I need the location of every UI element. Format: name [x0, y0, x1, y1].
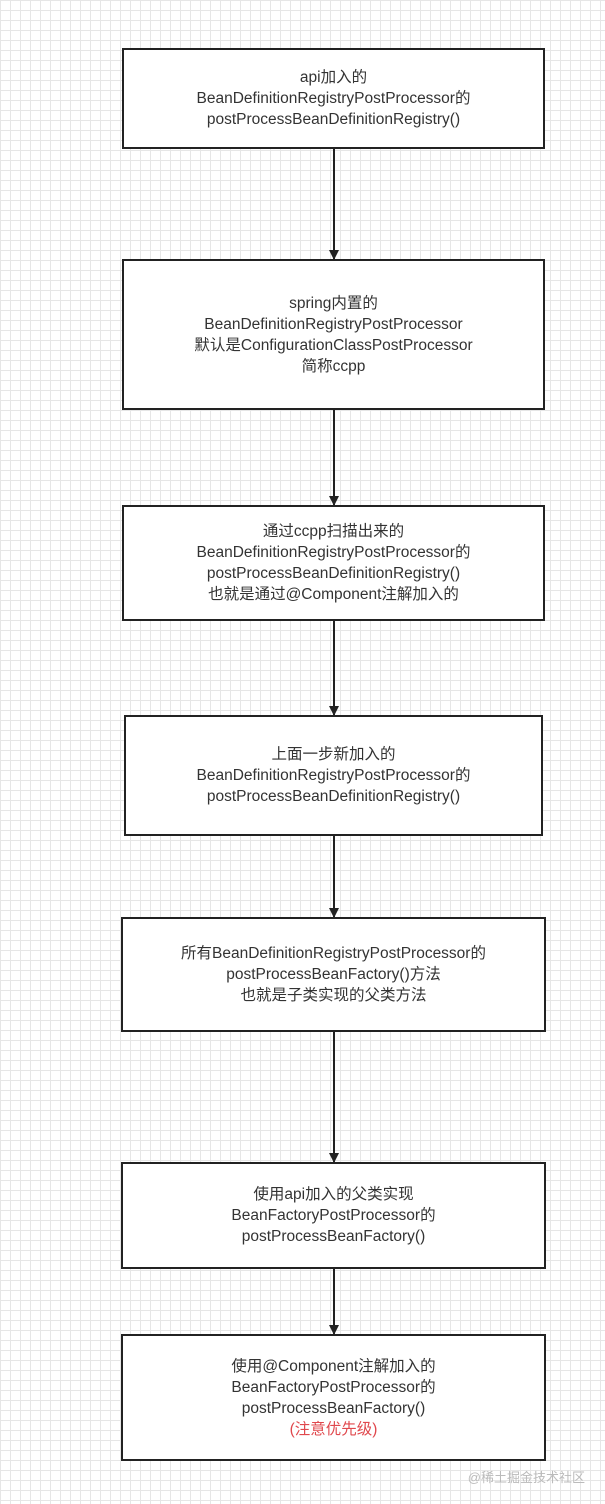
- node-ccpp-scanned: 通过ccpp扫描出来的 BeanDefinitionRegistryPostPr…: [122, 505, 545, 621]
- node-text: postProcessBeanDefinitionRegistry(): [206, 788, 461, 805]
- node-text: postProcessBeanFactory()方法: [226, 966, 441, 983]
- node-text: 上面一步新加入的: [271, 746, 396, 763]
- node-text: 通过ccpp扫描出来的: [262, 523, 405, 540]
- node-api-bean-factory: 使用api加入的父类实现 BeanFactoryPostProcessor的 p…: [121, 1162, 546, 1269]
- node-text: postProcessBeanDefinitionRegistry(): [206, 565, 461, 582]
- node-text: BeanFactoryPostProcessor的: [231, 1378, 436, 1396]
- node-api-registry: api加入的 BeanDefinitionRegistryPostProcess…: [122, 48, 545, 149]
- node-text: BeanDefinitionRegistryPostProcessor的: [196, 544, 471, 561]
- node-text: spring内置的: [289, 294, 378, 312]
- node-text: 也就是子类实现的父类方法: [240, 987, 427, 1004]
- node-spring-builtin-ccpp: spring内置的 BeanDefinitionRegistryPostProc…: [122, 259, 545, 410]
- node-text: 使用@Component注解加入的: [231, 1357, 436, 1375]
- node-component-bean-factory: 使用@Component注解加入的 BeanFactoryPostProcess…: [121, 1334, 546, 1461]
- node-text: BeanDefinitionRegistryPostProcessor: [204, 315, 463, 333]
- watermark: @稀土掘金技术社区: [467, 1470, 585, 1485]
- node-text: BeanDefinitionRegistryPostProcessor的: [196, 767, 471, 784]
- node-text: 也就是通过@Component注解加入的: [208, 586, 459, 603]
- node-text: BeanFactoryPostProcessor的: [231, 1207, 436, 1224]
- node-text: BeanDefinitionRegistryPostProcessor的: [196, 90, 471, 107]
- node-newly-added: 上面一步新加入的 BeanDefinitionRegistryPostProce…: [124, 715, 543, 836]
- node-text: 所有BeanDefinitionRegistryPostProcessor的: [181, 945, 486, 962]
- node-text: postProcessBeanDefinitionRegistry(): [206, 111, 461, 128]
- priority-note: (注意优先级): [289, 1420, 378, 1438]
- node-text: postProcessBeanFactory(): [241, 1228, 426, 1245]
- node-text: api加入的: [299, 69, 368, 86]
- node-text: 默认是ConfigurationClassPostProcessor: [194, 336, 473, 354]
- node-text: postProcessBeanFactory(): [241, 1399, 426, 1417]
- node-text: 使用api加入的父类实现: [253, 1186, 414, 1203]
- node-text: 简称ccpp: [301, 357, 366, 375]
- node-all-post-process-bean-factory: 所有BeanDefinitionRegistryPostProcessor的 p…: [121, 917, 546, 1032]
